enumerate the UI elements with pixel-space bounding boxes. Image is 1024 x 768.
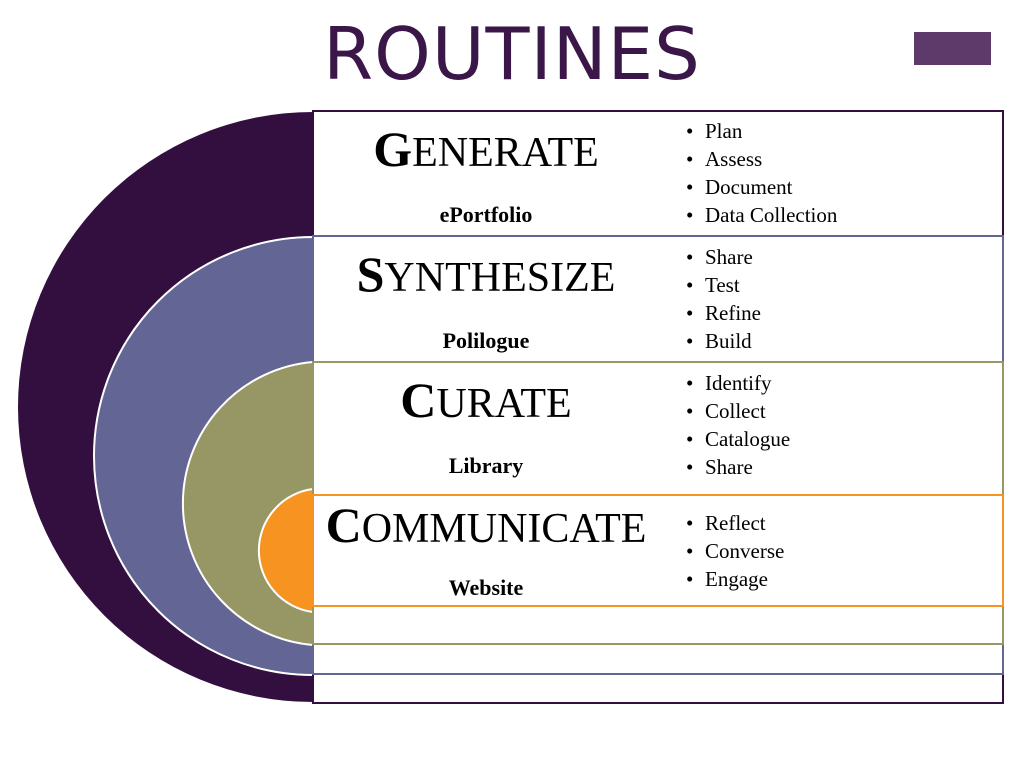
- communicate-arc: [257, 487, 314, 614]
- list-item: •Catalogue: [686, 427, 791, 451]
- list-item: •Identify: [686, 371, 772, 395]
- list-item: •Reflect: [686, 511, 766, 535]
- list-item: •Converse: [686, 539, 785, 563]
- curate-subtitle: Library: [448, 453, 524, 478]
- generate-subtitle: ePortfolio: [439, 202, 533, 227]
- synthesize-items: •Share •Test •Refine •Build: [686, 243, 761, 355]
- generate-heading: GENERATE: [373, 121, 599, 177]
- curate-heading: CURATE: [400, 372, 572, 428]
- list-item: •Document: [686, 175, 793, 199]
- communicate-heading: COMMUNICATE: [325, 497, 647, 553]
- list-item: •Test: [686, 273, 740, 297]
- communicate-panel: [312, 494, 1004, 607]
- generate-items: •Plan •Assess •Document •Data Collection: [686, 117, 837, 229]
- communicate-subtitle: Website: [448, 575, 524, 600]
- list-item: •Share: [686, 245, 753, 269]
- list-item: •Build: [686, 329, 752, 353]
- page-title: ROUTINES: [323, 12, 701, 96]
- communicate-items: •Reflect •Converse •Engage: [686, 509, 784, 593]
- curate-items: •Identify •Collect •Catalogue •Share: [686, 369, 790, 481]
- synthesize-subtitle: Polilogue: [442, 328, 530, 353]
- list-item: •Engage: [686, 567, 768, 591]
- list-item: •Collect: [686, 399, 766, 423]
- list-item: •Data Collection: [686, 203, 838, 227]
- accent-rectangle: [914, 32, 991, 65]
- synthesize-heading: SYNTHESIZE: [356, 246, 616, 302]
- list-item: •Share: [686, 455, 753, 479]
- list-item: •Refine: [686, 301, 761, 325]
- list-item: •Plan: [686, 119, 743, 143]
- list-item: •Assess: [686, 147, 763, 171]
